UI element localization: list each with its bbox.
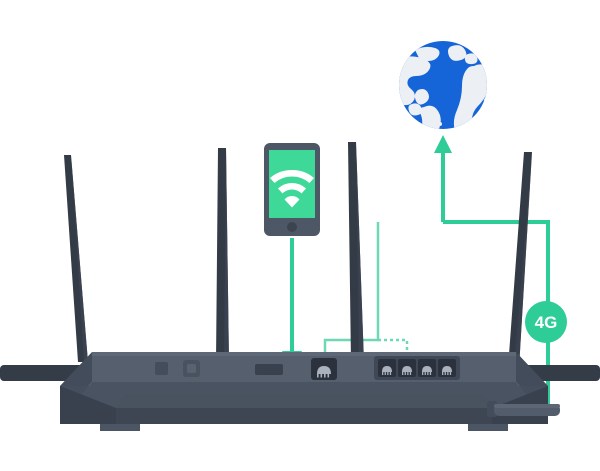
wifi-router: [60, 352, 548, 431]
router-top-edge: [92, 352, 516, 356]
lan-port-2[interactable]: [398, 359, 416, 377]
lan-port-1[interactable]: [378, 359, 396, 377]
dongle-to-globe-line: [443, 220, 550, 412]
router-front-inset-top: [116, 394, 492, 408]
lan-port-3[interactable]: [418, 359, 436, 377]
router-foot-right: [468, 424, 508, 431]
badge-4g-label: 4G: [535, 313, 558, 332]
usb-port[interactable]: [255, 364, 283, 375]
router-antennas: [64, 142, 532, 368]
smartphone: [264, 143, 320, 236]
wifi-icon: [270, 170, 314, 208]
antenna-3-highlight: [356, 142, 364, 362]
led-indicator-inner: [187, 364, 196, 373]
reset-button[interactable]: [155, 362, 168, 375]
antenna-1-highlight: [71, 155, 88, 362]
badge-4g: 4G: [525, 301, 567, 343]
usb-4g-dongle[interactable]: [487, 401, 560, 417]
lan-port-4[interactable]: [438, 359, 456, 377]
router-left-wedge: [60, 386, 116, 424]
antenna-4: [508, 152, 532, 368]
router-foot-left: [100, 424, 140, 431]
arrow-up-globe-icon: [434, 135, 452, 153]
badge-4g-circle: [525, 301, 567, 343]
antenna-4-highlight: [514, 152, 532, 368]
phone-home-button: [287, 222, 297, 232]
wan-port[interactable]: [311, 358, 337, 380]
antenna-2-highlight: [224, 148, 229, 362]
